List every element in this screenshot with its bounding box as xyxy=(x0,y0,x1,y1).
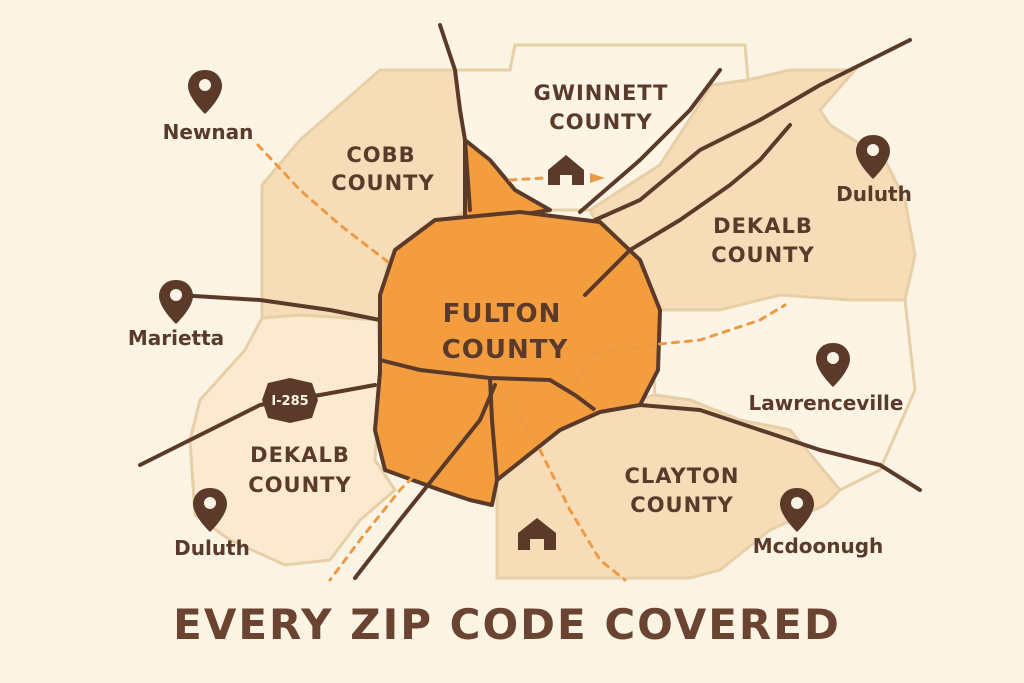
gwinnett-county-label-line1: GWINNETT xyxy=(534,81,669,105)
city-label-newnan: Newnan xyxy=(163,120,254,144)
cobb-county-label-line2: COUNTY xyxy=(331,171,434,195)
road xyxy=(353,383,497,580)
map-pin-icon xyxy=(856,135,890,179)
headline: EVERY ZIP CODE COVERED xyxy=(173,600,841,649)
map-pin-icon xyxy=(159,280,193,324)
map-pin-icon xyxy=(188,70,222,114)
fulton-county-highlight xyxy=(373,138,662,507)
road xyxy=(176,293,382,322)
dashed-route xyxy=(256,143,390,264)
house-icon xyxy=(518,518,556,550)
clayton-county-label-line1: CLAYTON xyxy=(625,464,740,488)
dashed-route xyxy=(508,176,547,182)
fulton-inner-line xyxy=(379,358,597,412)
dashed-route xyxy=(503,393,627,582)
dekalb-west-county-label-line1: DEKALB xyxy=(250,443,350,467)
highway-shield-label: I-285 xyxy=(271,394,308,409)
city-label-duluth-east: Duluth xyxy=(836,182,912,206)
clayton-county-label-line2: COUNTY xyxy=(630,493,733,517)
dekalb-east-county-label-line2: COUNTY xyxy=(711,243,814,267)
road xyxy=(583,123,792,297)
dashed-routes xyxy=(256,143,787,582)
road xyxy=(438,23,472,212)
road xyxy=(593,38,912,222)
map-pin-icon xyxy=(193,488,227,532)
fulton-county-label-line1: FULTON xyxy=(443,299,562,329)
dekalb-west-county-region xyxy=(188,313,397,567)
house-icon xyxy=(548,155,605,185)
dashed-route xyxy=(328,448,442,582)
map-pin-icon xyxy=(816,343,850,387)
cobb-county-label-line1: COBB xyxy=(346,143,415,167)
dekalb-east-county-label-line1: DEKALB xyxy=(713,214,813,238)
city-label-mcdonough: Mcdoonugh xyxy=(753,534,884,558)
county-labels: COBB COUNTY GWINNETT COUNTY DEKALB COUNT… xyxy=(248,81,814,517)
city-labels: Newnan Marietta Duluth Duluth Lawrencevi… xyxy=(128,120,912,560)
dashed-route xyxy=(573,303,787,387)
road xyxy=(138,383,377,467)
dekalb-west-county-label-line2: COUNTY xyxy=(248,473,351,497)
highway-shield-shape xyxy=(262,378,318,423)
fulton-county-label-line2: COUNTY xyxy=(442,335,569,365)
city-label-marietta: Marietta xyxy=(128,326,224,350)
roads xyxy=(138,23,922,580)
i-285-shield-icon: I-285 xyxy=(262,378,318,423)
city-label-lawrenceville: Lawrenceville xyxy=(749,391,904,415)
gwinnett-county-label-line2: COUNTY xyxy=(549,110,652,134)
road xyxy=(638,403,922,492)
road xyxy=(578,68,722,214)
map-pin-icons xyxy=(159,70,890,532)
city-label-duluth-west: Duluth xyxy=(174,536,250,560)
map-pin-icon xyxy=(780,488,814,532)
